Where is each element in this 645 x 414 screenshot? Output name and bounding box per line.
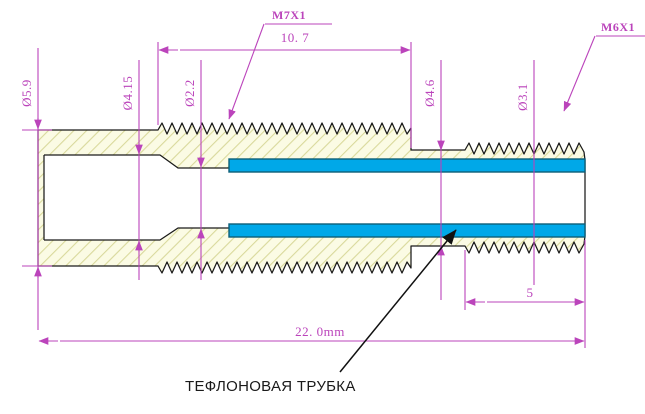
dia-3-1-label: Ø3.1 [515,83,530,111]
diameter-dimension-group: Ø5.9 Ø4.15 Ø2.2 Ø4.6 Ø3.1 [19,48,535,330]
callout-m6x1: M6X1 [563,20,645,112]
teflon-tube-lower-wall [228,223,586,238]
through-bore-cavity [201,168,585,228]
linear-dimension-group: 10. 7 5 22. 0mm [38,30,586,348]
body-outline-upper [38,122,586,161]
dia-2-2: Ø2.2 [182,60,205,280]
callout-group: M7X1 M6X1 [228,8,645,120]
teflon-tube-leader-arrow [339,229,457,373]
callout-m7x1-leader [228,23,265,120]
counterbore-cavity [44,155,201,240]
teflon-tube-note-label: ТЕФЛОНОВАЯ ТРУБКА [185,378,356,395]
callout-m6x1-label: M6X1 [601,20,635,34]
dia-3-1: Ø3.1 [515,60,535,285]
teflon-tube [228,158,586,238]
dim-22-label: 22. 0mm [295,324,345,339]
dim-10-7-label: 10. 7 [281,30,310,45]
dim-5-label: 5 [527,285,534,300]
dia-4-15: Ø4.15 [120,60,143,280]
dia-5-9: Ø5.9 [19,48,52,330]
teflon-tube-annotation: ТЕФЛОНОВАЯ ТРУБКА [185,229,457,395]
dim-22: 22. 0mm [38,324,585,345]
callout-m7x1-label: M7X1 [272,8,306,22]
dia-2-2-label: Ø2.2 [182,79,197,107]
dia-4-6-label: Ø4.6 [422,79,437,107]
body-outline-lower [38,235,586,274]
dia-4-6: Ø4.6 [422,60,445,300]
teflon-tube-upper-wall [228,158,586,173]
callout-m6x1-leader [563,35,596,112]
dia-5-9-label: Ø5.9 [19,79,34,107]
callout-m7x1: M7X1 [228,8,332,120]
dia-4-15-label: Ø4.15 [120,76,135,111]
dim-10-7: 10. 7 [157,30,412,148]
dim-5: 5 [464,240,586,348]
